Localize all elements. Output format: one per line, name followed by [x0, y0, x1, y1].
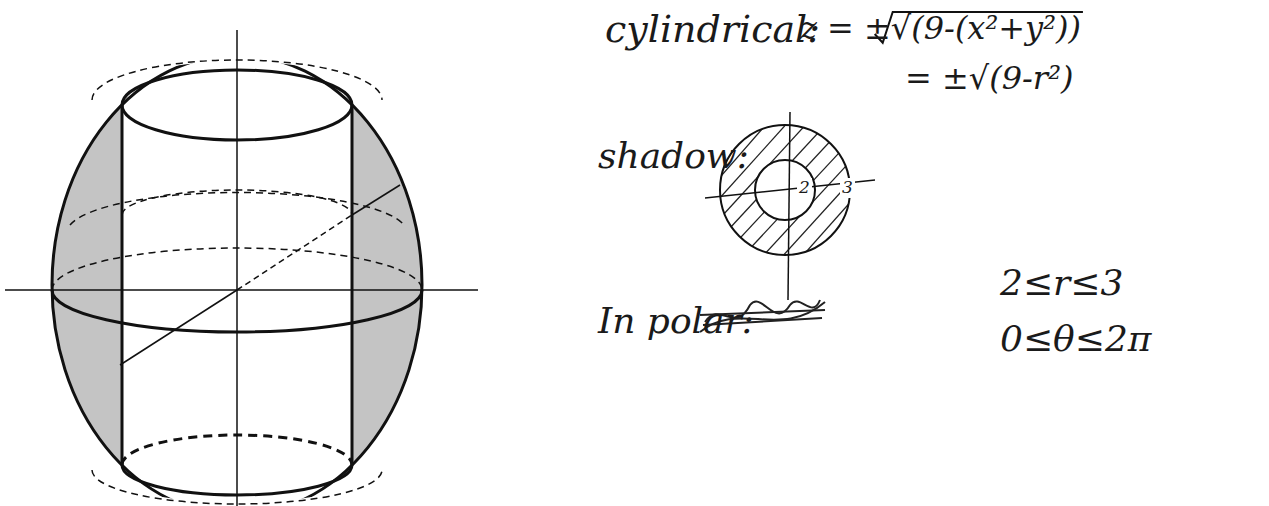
y-axis	[352, 185, 400, 215]
y-axis	[120, 290, 237, 365]
cylinder-wall	[351, 105, 354, 465]
handwritten-note: shadow:	[598, 135, 749, 176]
shaded-region	[52, 105, 122, 465]
handwritten-note: 2	[797, 178, 812, 198]
handwritten-note: 0≤θ≤2π	[1000, 318, 1151, 359]
handwritten-note: = ±√(9-r²)	[905, 60, 1073, 97]
handwritten-note: z = ±√(9-(x²+y²))	[800, 10, 1081, 47]
handwritten-note: 3	[840, 178, 855, 198]
x-axis	[5, 289, 478, 291]
z-axis	[236, 30, 238, 506]
handwritten-note: In polar:	[598, 300, 754, 341]
y-axis	[237, 215, 352, 290]
shaded-region	[352, 105, 422, 465]
handwritten-note: 2≤r≤3	[1000, 262, 1123, 303]
shadow-axis	[788, 112, 790, 300]
handwritten-note: cylindrical:	[605, 8, 820, 52]
cylinder-wall	[121, 105, 124, 465]
